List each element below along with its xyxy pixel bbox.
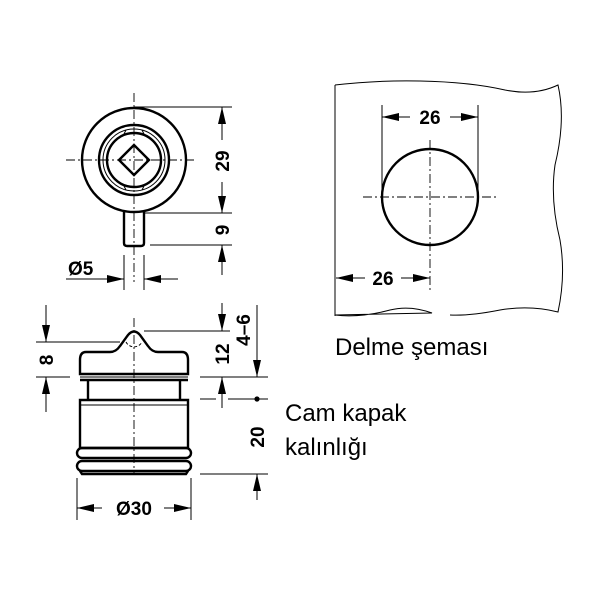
inner-ring-1	[97, 123, 171, 197]
dim-9: 9	[213, 225, 234, 236]
dim-pin-diameter: Ø5	[68, 259, 94, 280]
dim-hole-diameter: 26	[419, 108, 440, 129]
dim-8: 8	[37, 355, 58, 366]
drilling-scheme: 26 26 Delme şeması	[334, 80, 564, 361]
drilling-scheme-title: Delme şeması	[335, 334, 488, 361]
outer-ring	[80, 106, 188, 214]
dim-20: 20	[248, 426, 269, 447]
inner-ring-3	[105, 131, 163, 189]
glass-note-line2: kalınlığı	[285, 434, 368, 461]
dim-glass-thickness: 4–6	[234, 314, 255, 346]
dim-12: 12	[213, 343, 234, 364]
thread-ring-2	[75, 459, 193, 473]
dim-30: Ø30	[116, 499, 152, 520]
ring-notches	[123, 129, 145, 191]
reference-dot	[254, 396, 260, 402]
cap	[78, 330, 190, 376]
top-view: 29 9 Ø5	[66, 93, 234, 290]
dim-29: 29	[213, 150, 234, 171]
thread-ring-1	[75, 446, 193, 460]
side-view: 8 12 4–6 20 Ø30	[36, 303, 269, 520]
key-diamond-icon	[117, 143, 151, 177]
inner-ring-2	[102, 128, 166, 192]
panel-outline	[334, 80, 564, 317]
glass-note-line1: Cam kapak	[285, 400, 407, 427]
dim-edge-distance: 26	[372, 269, 393, 290]
pin	[122, 212, 146, 248]
